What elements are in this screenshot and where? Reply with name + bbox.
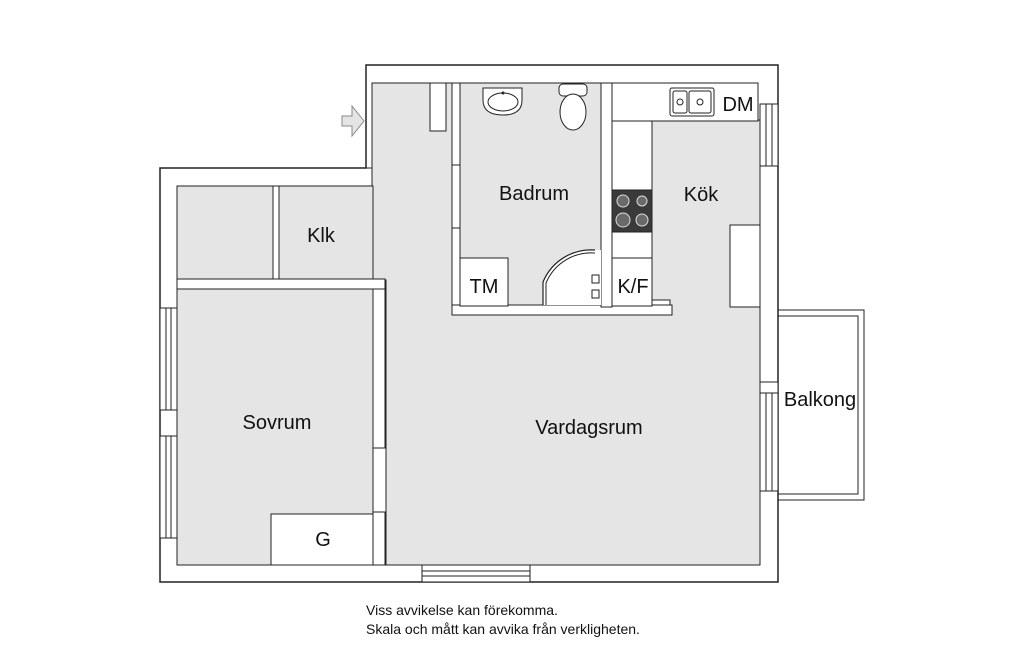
sink-icon <box>482 87 523 116</box>
washer-box <box>459 257 509 307</box>
wall-sovrum-lower <box>372 511 386 566</box>
fixture-dm-label: DM <box>722 94 753 116</box>
disclaimer-note: Viss avvikelse kan förekomma. Skala och … <box>366 601 640 639</box>
window-kitchen <box>759 103 779 167</box>
window-living-bottom <box>421 564 531 583</box>
wall-bath-left-lower <box>451 227 461 313</box>
wall-bath-left-upper <box>451 82 461 166</box>
fixture-tm-label: TM <box>470 276 499 298</box>
wall-sovrum-right <box>372 279 386 449</box>
wall-bath-kitchen <box>600 82 613 308</box>
wall-hall-corner <box>177 167 373 187</box>
window-balcony-door <box>759 392 779 492</box>
fridge-box <box>611 257 653 307</box>
balcony-outline <box>778 309 865 501</box>
toilet-icon <box>558 83 588 131</box>
wall-klk-divider <box>272 185 280 280</box>
room-label-sovrum: Sovrum <box>243 412 312 434</box>
wardrobe-box <box>270 513 374 566</box>
balcony-door-frame <box>759 381 779 394</box>
room-label-kok: Kök <box>684 184 719 206</box>
room-label-klk: Klk <box>307 225 336 247</box>
window-icon <box>159 103 779 583</box>
room-label-vardagsrum: Vardagsrum <box>535 417 642 439</box>
fixture-kf-label: K/F <box>617 276 648 298</box>
window-sovrum-upper <box>159 307 178 411</box>
entrance-arrow-icon <box>341 104 365 138</box>
floor-areas <box>176 82 761 566</box>
interior-walls <box>176 82 673 566</box>
balcony-outline-inner <box>778 315 859 495</box>
room-label-balkong: Balkong <box>784 389 856 411</box>
room-label-badrum: Badrum <box>499 183 569 205</box>
fixture-g-label: G <box>315 529 331 551</box>
wall-hall-stub <box>429 82 447 132</box>
shower-icon <box>542 249 601 305</box>
kitchen-side-cabinet <box>729 224 761 308</box>
disclaimer-line-1: Viss avvikelse kan förekomma. <box>366 602 558 618</box>
floor-storage <box>176 185 274 280</box>
kitchen-sink-icon <box>669 87 715 117</box>
stove-icon <box>611 189 653 233</box>
disclaimer-line-2: Skala och mått kan avvika från verklighe… <box>366 621 640 637</box>
window-sovrum-lower <box>159 435 178 539</box>
wall-sovrum-top <box>176 278 386 290</box>
